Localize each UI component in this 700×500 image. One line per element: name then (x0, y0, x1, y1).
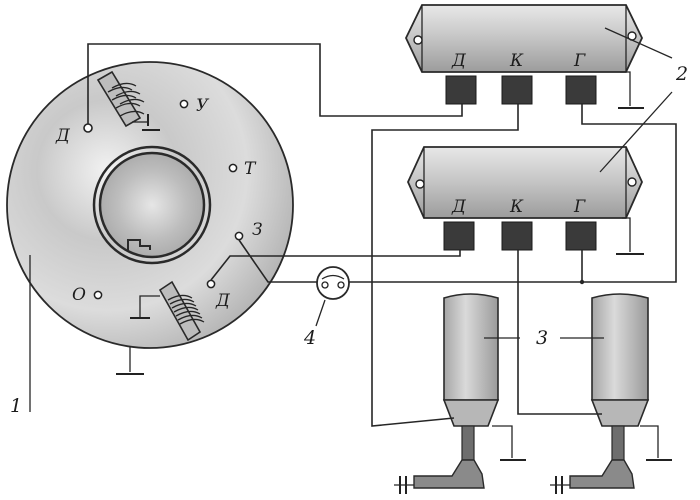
plate-label-o: О (72, 285, 86, 305)
regulator-top-terminal-d (445, 75, 477, 105)
regulator-number-label: 2 (675, 63, 688, 85)
regulator-bottom-terminal-d (443, 221, 475, 251)
bottom-ignition-coil (130, 280, 205, 342)
terminal-d-bottom-dot (206, 279, 216, 289)
plate-label-z: З (252, 220, 263, 240)
switch-leader-line (315, 299, 326, 327)
terminal-z-dot (234, 231, 244, 241)
regulator-top-terminal-g (565, 75, 597, 105)
regulator-bottom-label-k: К (509, 197, 524, 217)
regulator-top-terminal-k (501, 75, 533, 105)
plug-left (394, 293, 526, 494)
terminal-d-top-dot (83, 123, 93, 133)
regulator-bottom-terminal-k (501, 221, 533, 251)
hub-shaft (98, 151, 206, 259)
plate-label-d-top: Д (55, 126, 71, 146)
regulator-top-label-k: К (509, 51, 524, 71)
top-ignition-coil (96, 70, 160, 131)
wiring (87, 43, 677, 427)
plug-number-label: 3 (536, 327, 548, 349)
terminal-t-dot (228, 163, 238, 173)
regulator-top-label-d: Д (451, 51, 467, 71)
switch: 4 (303, 266, 350, 349)
terminal-o-dot (93, 290, 103, 300)
stator-plate: Д У Т З О Д 1 (6, 61, 294, 417)
plug-right (550, 293, 672, 494)
wire-d-bottom (210, 250, 461, 281)
hub-ring (92, 145, 212, 265)
regulator-top: Д К Г (405, 4, 644, 109)
regulator-leader-bottom (599, 91, 673, 173)
plate-number-label: 1 (10, 395, 22, 417)
regulator-top-left-hole (413, 35, 423, 45)
regulator-bottom-label-g: Г (573, 197, 586, 217)
regulator-bottom-left-hole (415, 179, 425, 189)
terminal-u-dot (179, 99, 189, 109)
plate-label-t: Т (244, 159, 257, 179)
plate-label-d-bottom: Д (215, 291, 231, 311)
wire-d-top (87, 43, 463, 124)
wire-k-top (371, 104, 519, 427)
wire-g-top (580, 104, 677, 283)
regulator-bottom-right-hole (627, 177, 637, 187)
wire-k-bottom (517, 250, 602, 415)
regulator-bottom-label-d: Д (451, 197, 467, 217)
regulator-bottom: Д К Г (407, 146, 644, 255)
plate-label-u: У (196, 96, 210, 116)
wire-z-to-switch (238, 239, 317, 283)
key-notch (127, 239, 151, 250)
switch-number-label: 4 (303, 327, 316, 349)
regulator-top-label-g: Г (573, 51, 586, 71)
regulator-leader-top (604, 27, 673, 59)
regulator-bottom-terminal-g (565, 221, 597, 251)
